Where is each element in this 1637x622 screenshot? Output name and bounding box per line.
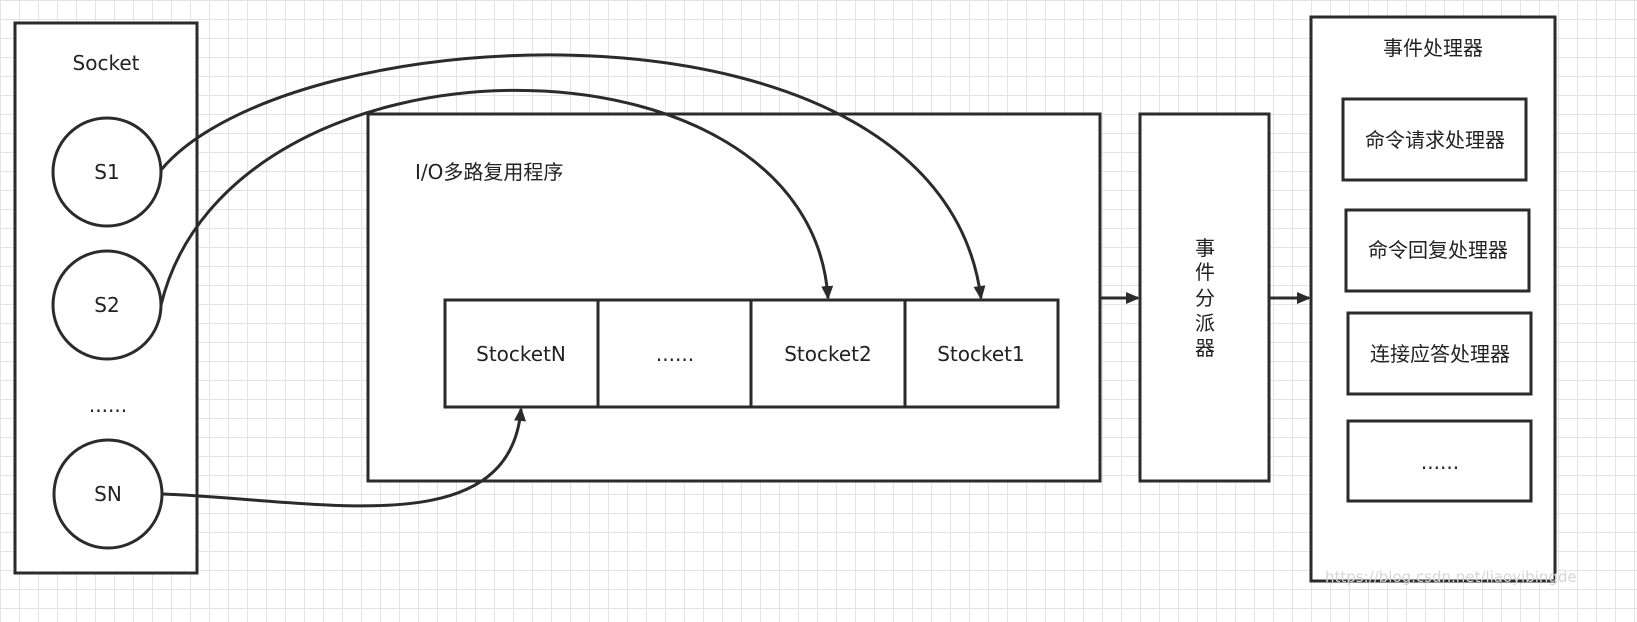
event-dispatcher: 事 件 分 派 器 bbox=[1138, 112, 1271, 483]
socket-node-s1-label: S1 bbox=[94, 160, 119, 184]
handler-command-reply-label: 命令回复处理器 bbox=[1368, 238, 1508, 262]
watermark-text: https://blog.csdn.net/liaoyibingde bbox=[1325, 568, 1577, 586]
socket-node-s2-label: S2 bbox=[94, 293, 119, 317]
connectors bbox=[159, 53, 1311, 508]
socket-queue: StocketN ...... Stocket2 Stocket1 bbox=[443, 298, 1060, 409]
handler-command-request bbox=[1341, 97, 1528, 182]
event-dispatcher-char-1: 事 bbox=[1195, 236, 1215, 260]
socket-panel: Socket S1 S2 ...... SN bbox=[13, 21, 199, 575]
handler-connection-accept-label: 连接应答处理器 bbox=[1370, 342, 1510, 366]
event-dispatcher-frame bbox=[1138, 112, 1271, 483]
event-dispatcher-char-5: 器 bbox=[1195, 336, 1215, 360]
handler-more-label: ...... bbox=[1421, 450, 1459, 474]
io-panel-title: I/O多路复用程序 bbox=[415, 160, 563, 184]
event-dispatcher-char-2: 件 bbox=[1195, 260, 1215, 284]
queue-cell-stocketn-label: StocketN bbox=[476, 342, 566, 366]
handler-command-reply bbox=[1344, 208, 1531, 293]
handler-more bbox=[1346, 419, 1533, 503]
handler-command-request-label: 命令请求处理器 bbox=[1365, 128, 1505, 152]
queue-cell-ellipsis bbox=[596, 298, 753, 409]
queue-cell-stocket2-label: Stocket2 bbox=[784, 342, 872, 366]
edge-sn-to-stocketn bbox=[162, 407, 526, 508]
event-dispatcher-char-4: 派 bbox=[1195, 311, 1215, 335]
handler-panel: 事件处理器 命令请求处理器 命令回复处理器 连接应答处理器 ...... bbox=[1309, 15, 1557, 583]
io-panel: I/O多路复用程序 StocketN ...... Stocket2 Stock… bbox=[366, 112, 1102, 483]
edge-s1-to-stocket1 bbox=[159, 53, 986, 300]
socket-node-s1 bbox=[51, 116, 163, 228]
queue-cell-stocket1 bbox=[903, 298, 1060, 409]
edge-s2-to-stocket2 bbox=[159, 88, 834, 306]
socket-panel-title: Socket bbox=[73, 51, 140, 75]
handler-panel-title: 事件处理器 bbox=[1383, 36, 1483, 60]
queue-cell-ellipsis-label: ...... bbox=[656, 342, 694, 366]
event-dispatcher-char-3: 分 bbox=[1195, 286, 1215, 310]
handler-connection-accept bbox=[1346, 311, 1533, 396]
queue-cell-stocket2 bbox=[749, 298, 907, 409]
socket-node-ellipsis: ...... bbox=[89, 393, 127, 417]
queue-cell-stocket1-label: Stocket1 bbox=[937, 342, 1025, 366]
socket-node-sn-label: SN bbox=[94, 482, 122, 506]
socket-node-sn bbox=[52, 438, 164, 550]
queue-cell-stocketn bbox=[443, 298, 600, 409]
